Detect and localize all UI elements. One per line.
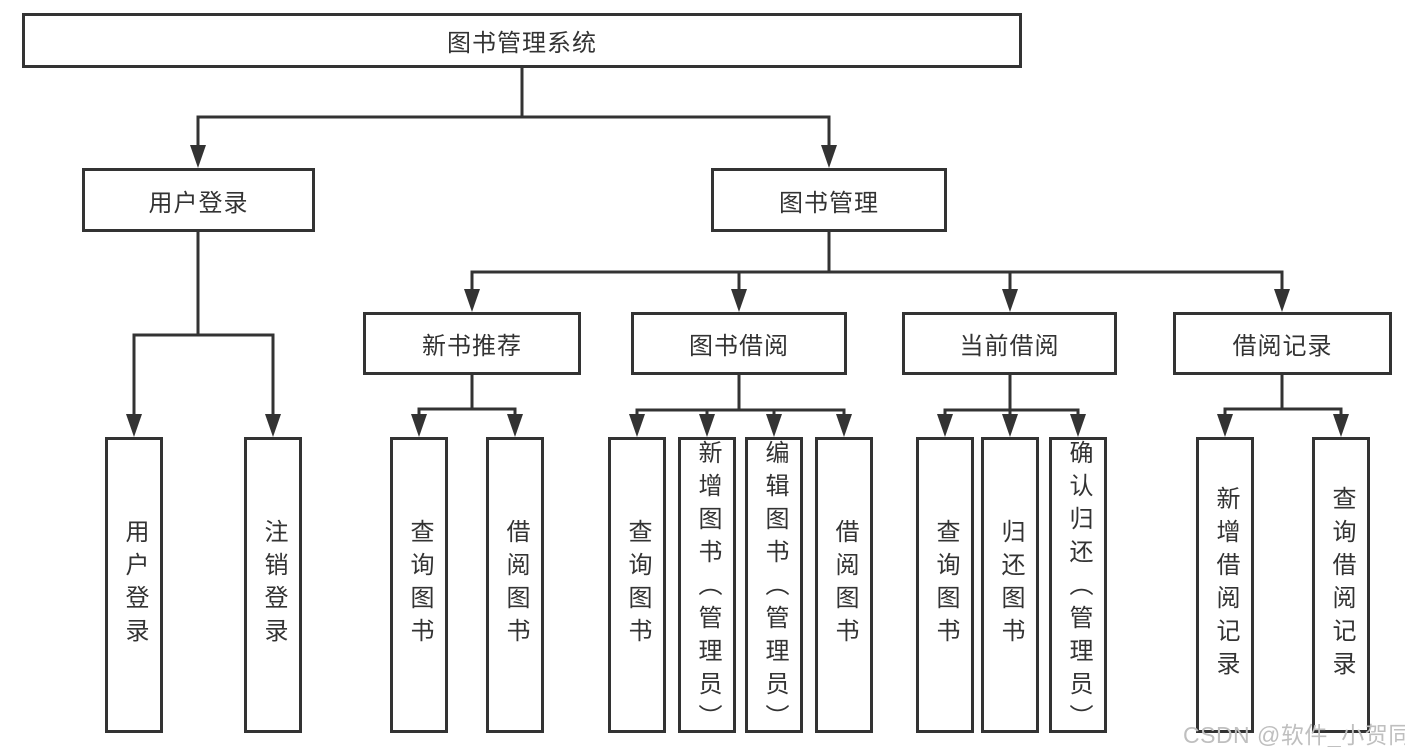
- leaf-logout: 注销登录: [244, 437, 302, 733]
- leaf-bb-edit-books-admin: 编辑图书（管理员）: [745, 437, 803, 737]
- watermark: CSDN @软件_小贺同学: [1183, 722, 1405, 747]
- leaf-br-add-record-label: 新增借阅记录: [1212, 486, 1239, 684]
- node-new-book-recommend-label: 新书推荐: [422, 333, 522, 360]
- node-current-borrow: 当前借阅: [902, 312, 1117, 375]
- leaf-bb-add-books-admin-label: 新增图书（管理员）: [694, 440, 721, 737]
- leaf-bb-query-books-label: 查询图书: [624, 519, 651, 651]
- leaf-user-login-label: 用户登录: [121, 519, 148, 651]
- leaf-nb-borrow-books: 借阅图书: [486, 437, 544, 733]
- leaf-br-query-record-label: 查询借阅记录: [1328, 486, 1355, 684]
- leaf-cb-confirm-return-admin: 确认归还（管理员）: [1049, 437, 1107, 737]
- leaf-logout-label: 注销登录: [260, 519, 287, 651]
- node-book-management-label: 图书管理: [779, 189, 879, 217]
- leaf-nb-borrow-books-label: 借阅图书: [502, 519, 529, 651]
- leaf-cb-confirm-return-admin-label: 确认归还（管理员）: [1065, 440, 1092, 737]
- leaf-nb-query-books-label: 查询图书: [406, 519, 433, 651]
- leaf-bb-borrow-books: 借阅图书: [815, 437, 873, 733]
- leaf-cb-return-books: 归还图书: [981, 437, 1039, 733]
- leaf-nb-query-books: 查询图书: [390, 437, 448, 733]
- node-book-borrow: 图书借阅: [631, 312, 847, 375]
- leaf-br-add-record: 新增借阅记录: [1196, 437, 1254, 733]
- leaf-br-query-record: 查询借阅记录: [1312, 437, 1370, 733]
- leaf-user-login: 用户登录: [105, 437, 163, 733]
- node-new-book-recommend: 新书推荐: [363, 312, 581, 375]
- node-borrow-record-label: 借阅记录: [1232, 333, 1333, 360]
- leaf-bb-query-books: 查询图书: [608, 437, 666, 733]
- node-book-borrow-label: 图书借阅: [689, 333, 789, 360]
- leaf-bb-edit-books-admin-label: 编辑图书（管理员）: [761, 440, 788, 737]
- leaf-bb-borrow-books-label: 借阅图书: [831, 519, 858, 651]
- node-book-management-system-label: 图书管理系统: [447, 30, 597, 57]
- node-user-login-label: 用户登录: [148, 189, 249, 217]
- leaf-cb-query-books: 查询图书: [916, 437, 974, 733]
- leaf-cb-query-books-label: 查询图书: [932, 519, 959, 651]
- leaf-bb-add-books-admin: 新增图书（管理员）: [678, 437, 736, 737]
- node-user-login: 用户登录: [82, 168, 315, 232]
- node-book-management: 图书管理: [711, 168, 947, 232]
- leaf-cb-return-books-label: 归还图书: [997, 519, 1024, 651]
- node-borrow-record: 借阅记录: [1173, 312, 1392, 375]
- node-current-borrow-label: 当前借阅: [959, 333, 1060, 360]
- node-book-management-system: 图书管理系统: [22, 13, 1022, 68]
